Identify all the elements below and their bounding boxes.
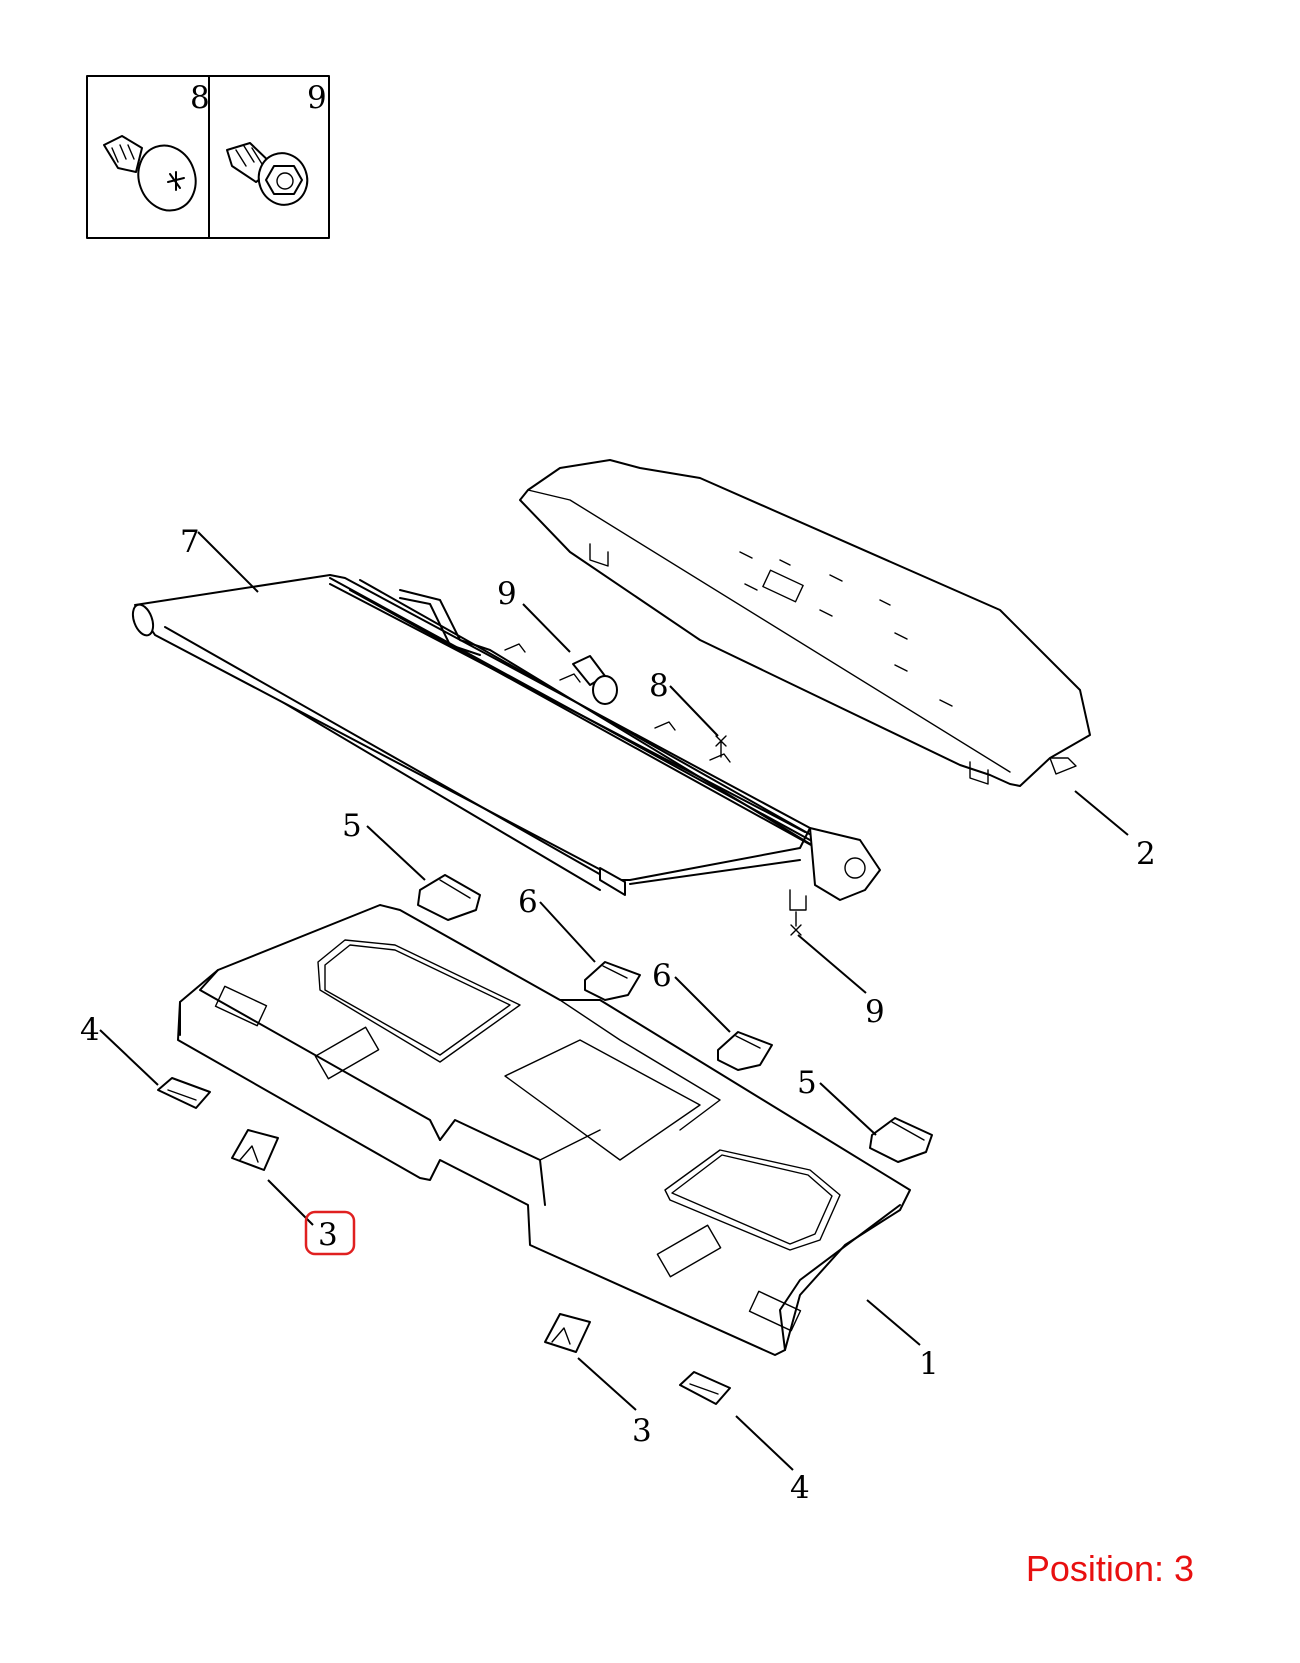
clip-3-lower <box>544 1313 591 1353</box>
flange-bolt-icon <box>226 142 309 206</box>
callout-3-lower: 3 <box>632 1413 652 1449</box>
clip-6-right <box>717 1031 773 1071</box>
callout-3-highlighted: 3 <box>318 1217 338 1253</box>
callout-6-right: 6 <box>652 958 672 994</box>
legend-number-8: 8 <box>190 80 210 116</box>
leader-lines <box>99 531 1129 1471</box>
callouts: 7 9 8 2 5 6 6 9 4 5 3 1 3 4 <box>80 524 1156 1506</box>
callout-5-left: 5 <box>342 808 362 844</box>
clip-5-right <box>869 1117 933 1163</box>
clip-3-left <box>231 1129 279 1171</box>
callout-9-lower: 9 <box>865 994 885 1030</box>
callout-4-left: 4 <box>80 1012 100 1048</box>
part-2-upper-shelf <box>519 459 1091 787</box>
callout-8: 8 <box>649 668 669 704</box>
callout-2: 2 <box>1136 836 1156 872</box>
callout-6-left: 6 <box>518 884 538 920</box>
clip-5-left <box>417 874 481 921</box>
highlight-box <box>304 1210 356 1256</box>
callout-5-right: 5 <box>797 1065 817 1101</box>
clip-6-left <box>584 961 641 1001</box>
fastener-legend: 8 9 <box>86 75 330 239</box>
callout-1: 1 <box>919 1346 939 1382</box>
clip-4-lower <box>679 1371 731 1405</box>
legend-number-9: 9 <box>307 80 327 116</box>
self-tapping-screw-icon <box>103 135 197 212</box>
part-7-cargo-cover-roller <box>131 574 881 936</box>
callout-9-upper: 9 <box>497 576 517 612</box>
callout-7: 7 <box>180 524 200 560</box>
position-label: Position: 3 <box>1025 1548 1194 1589</box>
clip-4-left <box>157 1077 211 1109</box>
part-1-package-tray <box>177 904 911 1356</box>
callout-4-lower: 4 <box>790 1470 810 1506</box>
